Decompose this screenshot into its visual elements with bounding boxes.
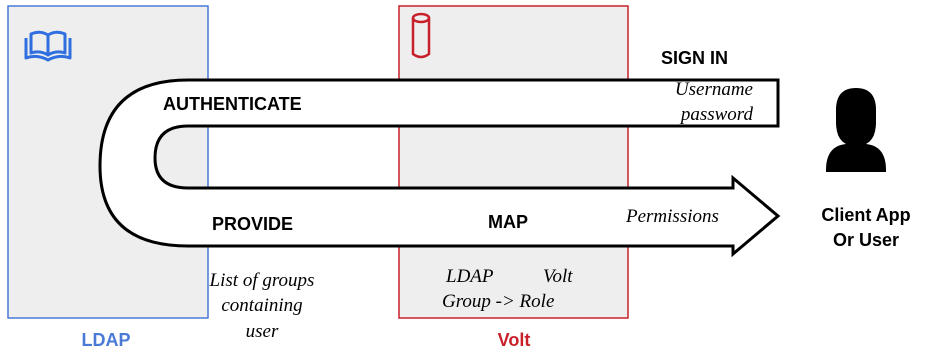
password-label: password	[679, 104, 754, 125]
volt-mapping-line-2: Group -> Role	[442, 291, 554, 312]
ldap-note-line-2: containing	[221, 295, 302, 316]
authenticate-label: AUTHENTICATE	[163, 94, 302, 114]
volt-label: Volt	[498, 330, 531, 350]
volt-box	[398, 5, 629, 319]
ldap-note-line-3: user	[246, 321, 279, 342]
permissions-label: Permissions	[625, 206, 719, 227]
client-label-line-2: Or User	[833, 230, 899, 250]
map-label: MAP	[488, 212, 528, 232]
book-icon	[24, 30, 72, 62]
user-icon	[826, 88, 886, 172]
ldap-label: LDAP	[82, 330, 131, 350]
database-icon	[411, 12, 431, 59]
username-label: Username	[675, 79, 753, 100]
client-label-line-1: Client App	[821, 205, 910, 225]
provide-label: PROVIDE	[212, 214, 293, 234]
mapping-ldap-label: LDAP	[445, 266, 494, 287]
sign-in-label: SIGN IN	[661, 48, 728, 68]
ldap-note-line-1: List of groups	[209, 270, 315, 291]
flow-arrow	[98, 78, 781, 258]
mapping-volt-label: Volt	[543, 266, 573, 287]
volt-mapping-line-1: LDAP Volt	[445, 266, 573, 287]
